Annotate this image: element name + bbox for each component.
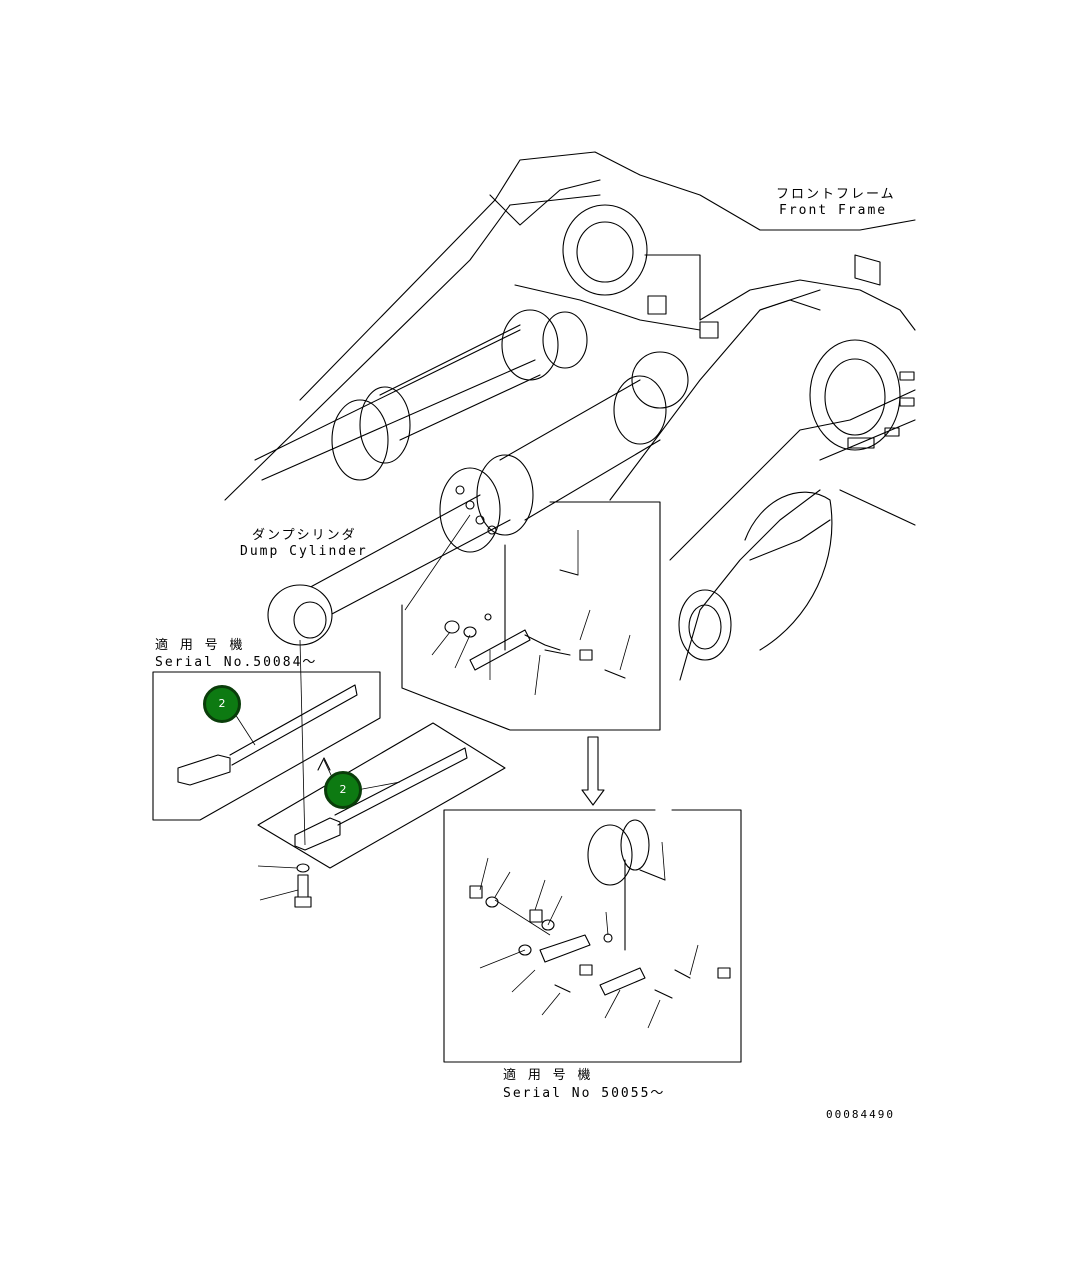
dump-cylinder-label-en: Dump Cylinder	[240, 544, 368, 559]
drawing-number: 00084490	[826, 1108, 895, 1121]
dump-cylinder-rear	[254, 309, 588, 481]
detail-box-upper	[401, 501, 661, 731]
front-frame-label-en: Front Frame	[779, 203, 888, 218]
dump-cylinder-label-jp: ダンプシリンダ	[252, 528, 357, 543]
front-frame	[224, 151, 916, 681]
part-callout-2-upper[interactable]: 2	[203, 685, 241, 723]
dump-cylinder-front	[267, 351, 689, 646]
serial-lower-label-jp: 適 用 号 機	[503, 1068, 593, 1083]
detail-box-lower	[443, 809, 742, 1063]
bolt-stack	[257, 863, 312, 908]
serial-upper-label-jp: 適 用 号 機	[155, 638, 245, 653]
serial-upper-label: Serial No.50084～	[155, 655, 318, 670]
front-frame-label-jp: フロントフレーム	[776, 187, 896, 202]
part-callout-2-lower[interactable]: 2	[324, 771, 362, 809]
detail-box-middle	[257, 722, 506, 869]
serial-lower-label: Serial No 50055～	[503, 1086, 666, 1101]
